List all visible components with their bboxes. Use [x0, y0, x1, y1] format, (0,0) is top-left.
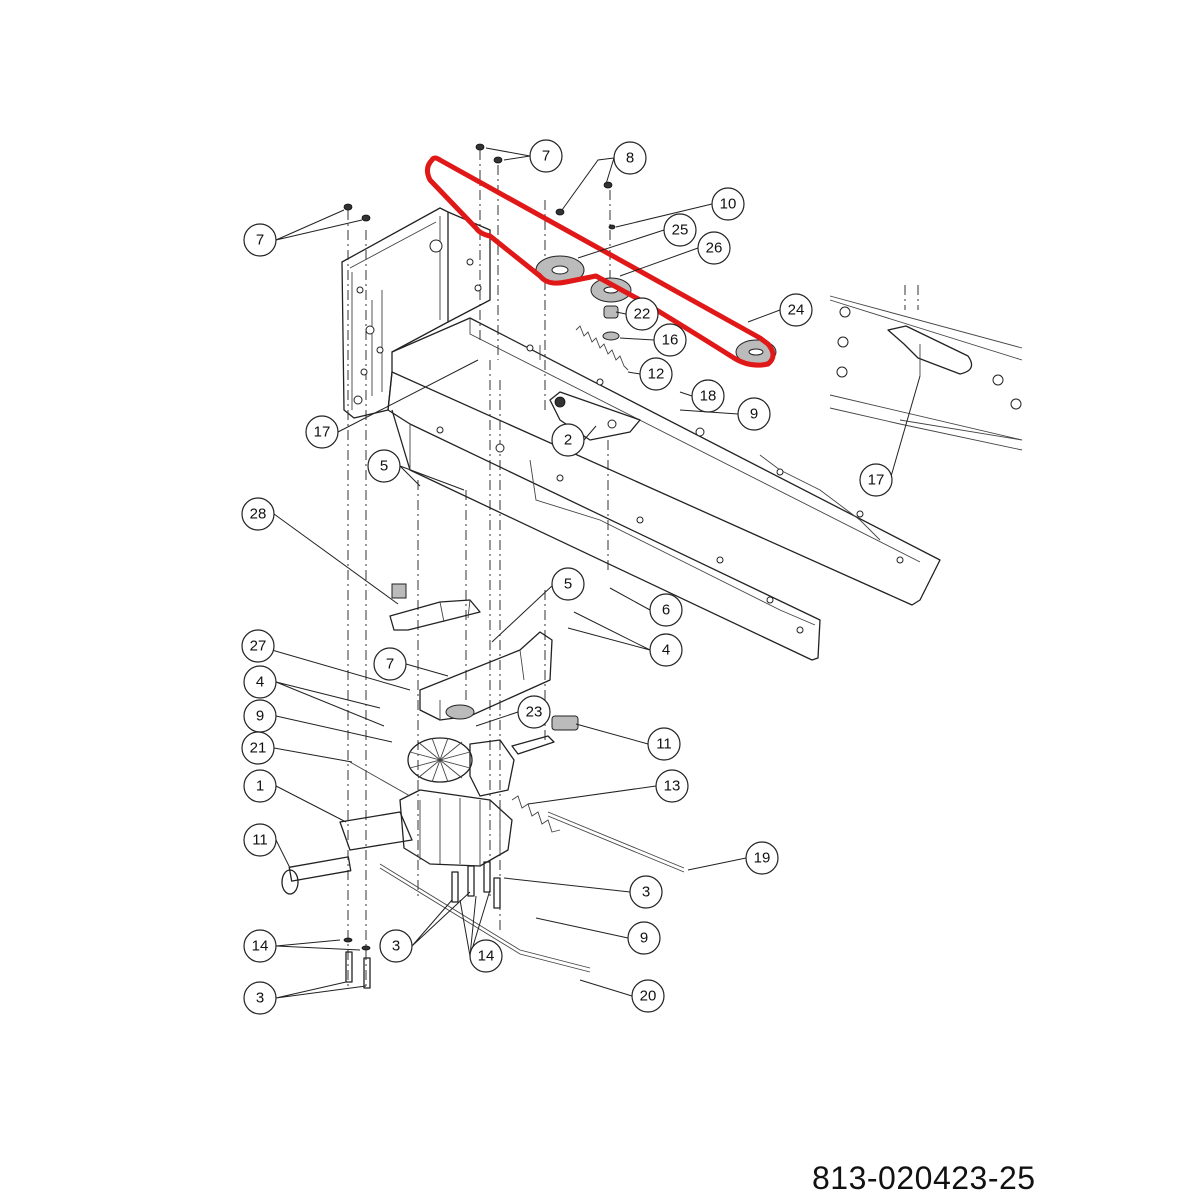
callout-25: 25: [663, 213, 697, 247]
svg-text:14: 14: [252, 938, 269, 955]
svg-text:6: 6: [662, 602, 670, 619]
svg-text:10: 10: [720, 196, 737, 213]
callout-11-right: 11: [647, 727, 681, 761]
callout-14-center: 14: [469, 939, 503, 973]
callout-11-left: 11: [243, 823, 277, 857]
callout-16: 16: [653, 323, 687, 357]
svg-text:4: 4: [662, 642, 670, 659]
callout-27: 27: [241, 629, 275, 663]
mount-brackets: [389, 583, 553, 721]
callout-28: 28: [241, 497, 275, 531]
callout-19: 19: [745, 841, 779, 875]
svg-text:9: 9: [256, 708, 264, 725]
svg-text:17: 17: [314, 424, 331, 441]
svg-text:16: 16: [662, 332, 679, 349]
callout-3-left: 3: [243, 981, 277, 1015]
svg-text:9: 9: [640, 930, 648, 947]
callout-7-left: 7: [243, 223, 277, 257]
callout-17-inset: 17: [859, 463, 893, 497]
drive-belt: [424, 155, 776, 368]
svg-text:5: 5: [380, 458, 388, 475]
drawing-number: 813-020423-25: [812, 1160, 1036, 1196]
callout-13: 13: [655, 769, 689, 803]
callout-10: 10: [711, 187, 745, 221]
callout-14-left: 14: [243, 929, 277, 963]
svg-text:17: 17: [868, 472, 885, 489]
transaxle: [281, 715, 685, 989]
callout-9-upper: 9: [737, 397, 771, 431]
svg-text:7: 7: [386, 656, 394, 673]
callout-bubbles: 7 8 10 25 26 7 24 22 16 12 18 9 2 17 17 …: [241, 139, 893, 1015]
svg-text:28: 28: [250, 506, 267, 523]
svg-text:1: 1: [256, 778, 264, 795]
callout-1: 1: [243, 769, 277, 803]
svg-text:24: 24: [788, 302, 805, 319]
svg-text:7: 7: [542, 148, 550, 165]
svg-text:5: 5: [564, 576, 572, 593]
svg-text:9: 9: [750, 406, 758, 423]
svg-text:3: 3: [642, 884, 650, 901]
svg-text:12: 12: [648, 366, 665, 383]
svg-text:2: 2: [564, 432, 572, 449]
callout-5-lower: 5: [551, 567, 585, 601]
pulley-assembly: [343, 143, 777, 371]
svg-text:22: 22: [634, 306, 651, 323]
callout-3-right: 3: [629, 875, 663, 909]
callout-5-upper: 5: [367, 449, 401, 483]
callout-17-main: 17: [305, 415, 339, 449]
inset-detail: [829, 285, 1023, 451]
svg-text:25: 25: [672, 222, 689, 239]
callout-7-mid: 7: [373, 647, 407, 681]
svg-text:3: 3: [256, 990, 264, 1007]
svg-text:8: 8: [626, 150, 634, 167]
callout-3-center: 3: [379, 929, 413, 963]
svg-text:11: 11: [252, 832, 268, 849]
leader-lines: [257, 147, 921, 999]
svg-text:20: 20: [640, 988, 657, 1005]
svg-text:23: 23: [526, 704, 543, 721]
callout-4-right: 4: [649, 633, 683, 667]
callout-4-left: 4: [243, 665, 277, 699]
svg-text:26: 26: [706, 240, 723, 257]
svg-text:13: 13: [664, 778, 681, 795]
svg-text:21: 21: [250, 740, 267, 757]
callout-22: 22: [625, 297, 659, 331]
svg-text:27: 27: [250, 638, 267, 655]
chassis-frame: [341, 207, 941, 661]
svg-text:4: 4: [256, 674, 264, 691]
callout-9-lower: 9: [627, 921, 661, 955]
callout-12: 12: [639, 357, 673, 391]
assembly-center-lines: [347, 150, 611, 990]
svg-text:11: 11: [656, 736, 672, 753]
callout-26: 26: [697, 231, 731, 265]
svg-text:18: 18: [700, 388, 717, 405]
svg-text:3: 3: [392, 938, 400, 955]
callout-24: 24: [779, 293, 813, 327]
callout-7-top: 7: [529, 139, 563, 173]
callout-21: 21: [241, 731, 275, 765]
callout-8: 8: [613, 141, 647, 175]
callout-6: 6: [649, 593, 683, 627]
callout-20: 20: [631, 979, 665, 1013]
svg-text:14: 14: [478, 948, 495, 965]
callout-2: 2: [551, 423, 585, 457]
callout-9-left: 9: [243, 699, 277, 733]
svg-text:19: 19: [754, 850, 771, 867]
callout-18: 18: [691, 379, 725, 413]
callout-23: 23: [517, 695, 551, 729]
svg-text:7: 7: [256, 232, 264, 249]
